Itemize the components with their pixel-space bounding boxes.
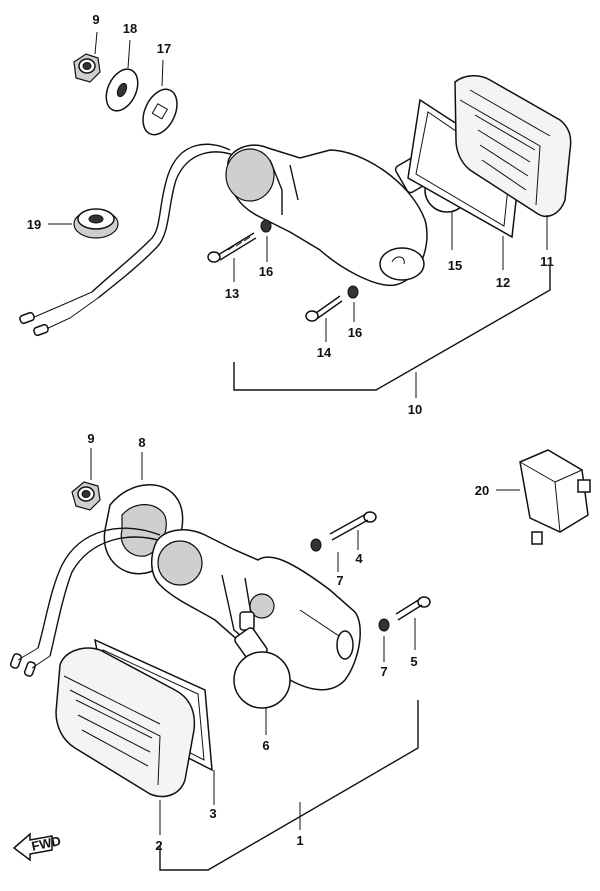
part-callout-12: 12 [496,275,510,290]
washer-part-18 [105,68,139,112]
lens-part-11-upper [454,75,572,218]
part-callout-1: 1 [296,833,303,848]
part-callout-16: 16 [348,325,362,340]
screw-part-4 [329,511,377,541]
nut-part-9-upper [73,53,101,83]
assembly-bracket-1 [159,700,419,871]
wire-harness-upper [19,143,237,337]
washer-part-16-upper-a [260,219,272,233]
part-callout-18: 18 [123,21,137,36]
part-callout-4: 4 [355,551,363,566]
part-callout-2: 2 [155,838,162,853]
washer-part-17 [142,88,178,136]
part-callout-14: 14 [317,345,332,360]
washer-part-16-upper-b [347,285,359,299]
screw-part-13 [207,232,257,263]
part-callout-13: 13 [225,286,239,301]
bulb-part-6 [233,627,291,709]
assembly-bracket-10 [233,265,551,391]
forward-arrow-icon: FWD [12,832,62,862]
part-callout-15: 15 [448,258,462,273]
part-callout-10: 10 [408,402,422,417]
part-callout-7: 7 [380,664,387,679]
part-callout-6: 6 [262,738,269,753]
lens-part-2-lower [55,647,196,798]
screw-part-5 [395,596,431,621]
grommet-part-19 [73,208,119,239]
part-callout-19: 19 [27,217,41,232]
part-callout-8: 8 [138,435,145,450]
part-callout-11: 11 [540,254,554,269]
part-callout-20: 20 [475,483,489,498]
part-callout-7: 7 [336,573,343,588]
part-callout-5: 5 [410,654,417,669]
part-callout-9: 9 [92,12,99,27]
turn-signal-housing-lower [150,529,361,691]
part-callout-16: 16 [259,264,273,279]
screw-part-14 [305,295,343,322]
nut-part-9-lower [71,481,101,511]
forward-arrow-label: FWD [30,833,62,854]
wire-harness-lower [9,527,166,677]
part-callout-9: 9 [87,431,94,446]
washer-part-7-a [310,538,322,552]
washer-part-7-b [378,618,390,632]
part-callout-17: 17 [157,41,171,56]
turn-signal-housing-upper [225,144,428,286]
part-callout-3: 3 [209,806,216,821]
flasher-relay-part-20 [519,449,591,545]
